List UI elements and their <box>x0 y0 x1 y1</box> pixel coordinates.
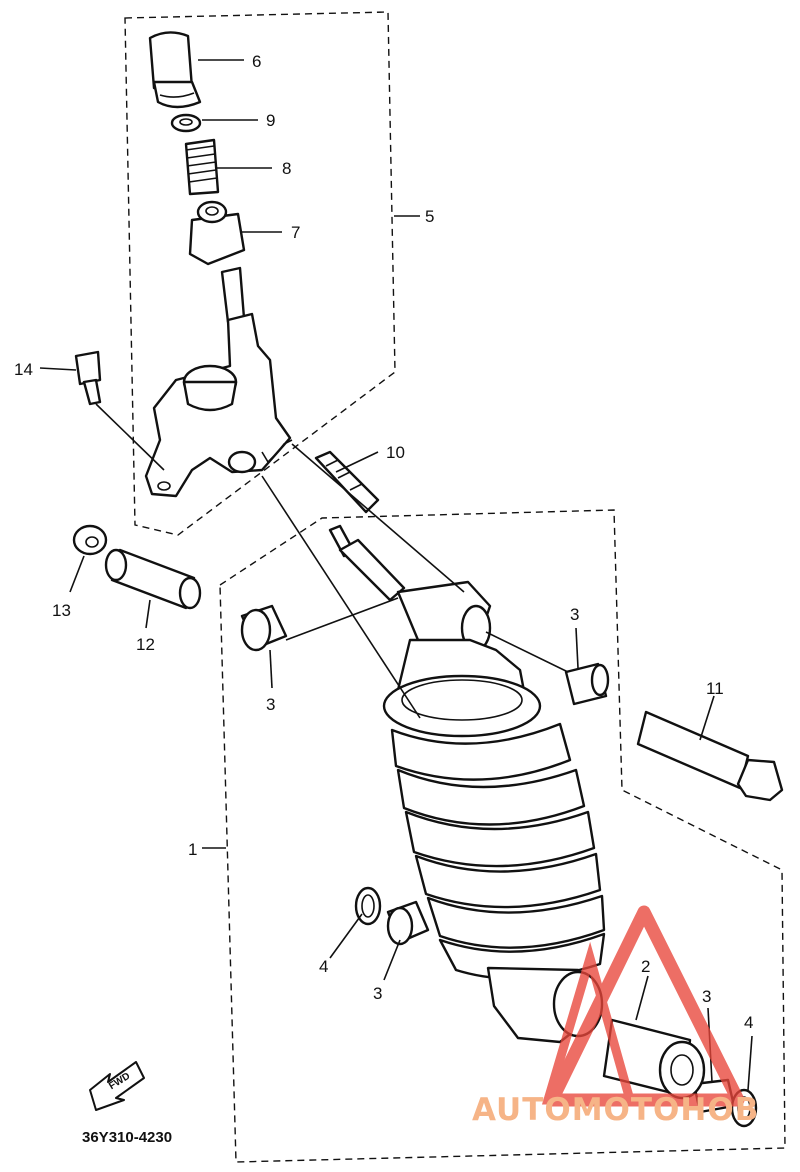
watermark-logo-icon <box>541 905 745 1107</box>
adjuster-hose <box>314 450 380 514</box>
leader-lines <box>39 59 753 1091</box>
callout-9: 9 <box>266 111 275 130</box>
callout-4-a: 4 <box>319 957 328 976</box>
callout-3-b: 3 <box>570 605 579 624</box>
callout-1: 1 <box>188 840 197 859</box>
callout-3-d: 3 <box>702 987 711 1006</box>
callout-12: 12 <box>136 635 155 654</box>
collar-13 <box>72 524 108 556</box>
bushing-3-right <box>564 662 610 706</box>
callout-4-b: 4 <box>744 1013 753 1032</box>
drawing-code: 36Y310-4230 <box>82 1129 172 1146</box>
watermark-text: AUTOMOTOHOB <box>472 1092 759 1128</box>
bolt-14 <box>74 350 102 406</box>
callout-14: 14 <box>14 360 33 379</box>
callout-8: 8 <box>282 159 291 178</box>
bolt-11 <box>636 710 784 802</box>
callout-11: 11 <box>706 679 724 698</box>
adjuster-body <box>144 266 293 498</box>
spacer-12 <box>104 548 202 610</box>
forward-arrow-icon: FWD <box>89 1061 145 1111</box>
callout-10: 10 <box>386 443 405 462</box>
callout-13: 13 <box>52 601 71 620</box>
bushing-3-lower-left <box>386 900 430 946</box>
washer <box>170 113 202 133</box>
callout-3-a: 3 <box>266 695 275 714</box>
callout-6: 6 <box>252 52 261 71</box>
callout-5: 5 <box>425 207 434 226</box>
shock-absorber <box>328 524 606 1044</box>
bushing-3-left <box>240 604 288 652</box>
callout-7: 7 <box>291 223 300 242</box>
assembly-1-boundary <box>219 509 786 1163</box>
callout-3-c: 3 <box>373 984 382 1003</box>
adjuster-knob <box>188 200 246 266</box>
adjuster-cap <box>148 31 202 109</box>
callout-2: 2 <box>641 957 650 976</box>
adjuster-spring <box>184 138 220 196</box>
